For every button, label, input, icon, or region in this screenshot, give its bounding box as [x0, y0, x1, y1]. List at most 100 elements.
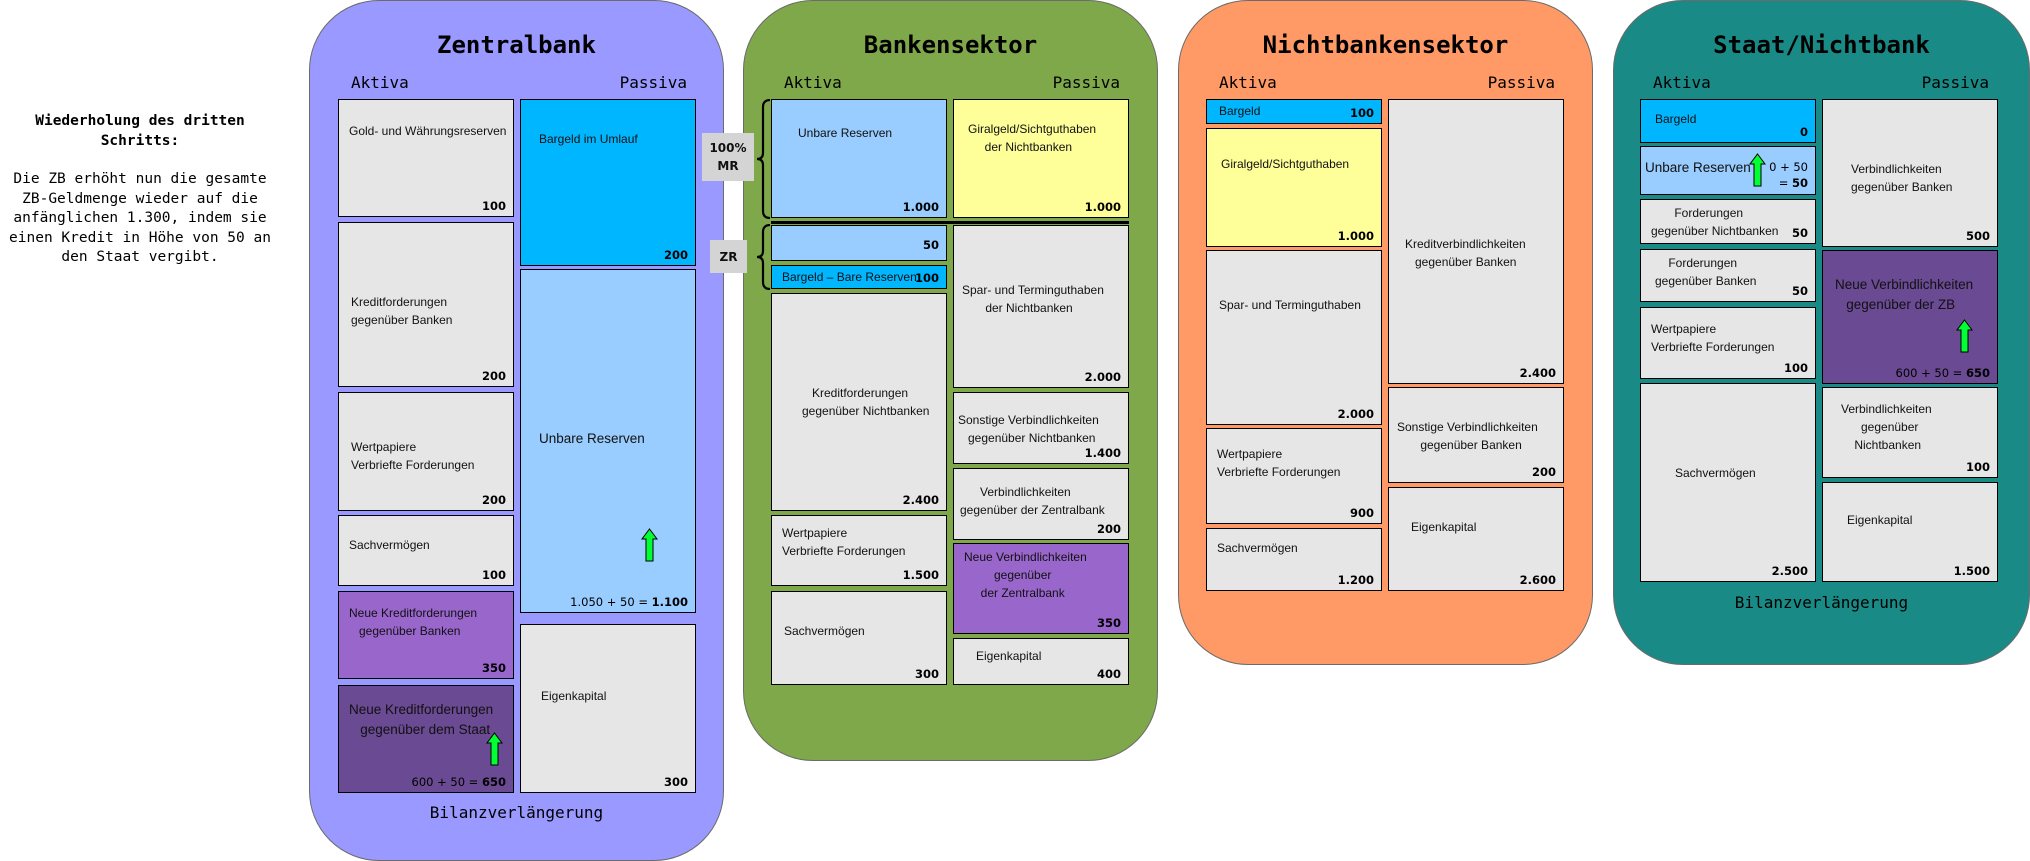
passiva-item: Verbindlichkeiten gegenüber der Zentralb… — [953, 468, 1129, 540]
footer-bilanzverlaengerung: Bilanzverlängerung — [429, 803, 604, 822]
value-amount: 200 — [1531, 465, 1556, 479]
value-amount: 50 — [1791, 176, 1808, 190]
passiva-label: Passiva — [1487, 73, 1555, 92]
item-label: Eigenkapital — [976, 649, 1042, 663]
value-amount: 2.500 — [1771, 564, 1808, 578]
value-amount: 2.000 — [1084, 370, 1121, 384]
green-up-arrow-icon — [1956, 319, 1973, 353]
item-value: 50 — [923, 238, 939, 252]
item-value: 500 — [1966, 229, 1990, 243]
item-label: Unbare Reserven — [1645, 160, 1751, 175]
intro-text-block: Wiederholung des dritten Schritts: Die Z… — [0, 112, 280, 268]
value-amount: 900 — [1349, 506, 1374, 520]
aktiva-item: Forderungen gegenüber Nichtbanken 50 — [1640, 199, 1816, 244]
item-label: Sonstige Verbindlichkeiten gegenüber Ban… — [1397, 420, 1538, 452]
item-label: Bargeld — [1655, 112, 1697, 126]
tag-100-percent-mr: 100%MR — [702, 133, 754, 181]
item-value: 2.500 — [1772, 564, 1808, 578]
item-label: Giralgeld/Sichtguthaben — [1221, 157, 1350, 171]
item-label: Forderungen gegenüber Banken — [1655, 256, 1757, 288]
item-label: Unbare Reserven — [539, 431, 645, 446]
item-value: 1.200 — [1338, 573, 1374, 587]
panel-title: Staat/Nichtbank — [1713, 31, 1930, 59]
passiva-item: Eigenkapital 300 — [520, 624, 696, 793]
item-value: 2.000 — [1085, 370, 1121, 384]
item-label: Kreditverbindlichkeiten gegenüber Banken — [1405, 237, 1526, 269]
item-value: 2.400 — [1520, 366, 1556, 380]
item-label: Verbindlichkeiten gegenüber der Zentralb… — [960, 485, 1105, 517]
value-amount: 200 — [481, 369, 506, 383]
item-label: Verbindlichkeiten gegenüber Banken — [1851, 162, 1953, 194]
aktiva-label: Aktiva — [784, 73, 842, 92]
value-amount: 1.500 — [1953, 564, 1990, 578]
item-label: Wertpapiere Verbriefte Forderungen — [351, 440, 475, 472]
value-amount: 50 — [922, 238, 939, 252]
value-amount: 2.400 — [1519, 366, 1556, 380]
mr-brace-icon — [756, 99, 771, 219]
passiva-item: Spar- und Terminguthaben der Nichtbanken… — [953, 225, 1129, 388]
reserve-divider-line — [771, 221, 1129, 224]
item-label: Neue Kreditforderungen gegenüber Banken — [349, 606, 478, 638]
item-label: Sachvermögen — [1675, 466, 1756, 480]
passiva-label: Passiva — [1052, 73, 1120, 92]
passiva-item: Neue Verbindlichkeiten gegenüber der ZB 6… — [1822, 250, 1998, 384]
item-label: Bargeld — [1219, 104, 1261, 118]
item-value: 200 — [482, 493, 506, 507]
value-amount: 1.000 — [1337, 229, 1374, 243]
item-value: 2.400 — [903, 493, 939, 507]
item-label: Giralgeld/Sichtguthaben der Nichtbanken — [968, 122, 1097, 154]
aktiva-item: Giralgeld/Sichtguthaben 1.000 — [1206, 128, 1382, 247]
green-up-arrow-icon — [1749, 153, 1766, 187]
value-formula: 0 + 50 = — [1769, 160, 1808, 190]
item-value: 350 — [482, 661, 506, 675]
tag-zr: ZR — [710, 240, 747, 273]
passiva-label: Passiva — [619, 73, 687, 92]
item-label: Sachvermögen — [784, 624, 865, 638]
value-amount: 50 — [1791, 284, 1808, 298]
value-formula: 1.050 + 50 = — [570, 595, 652, 609]
aktiva-item: Bargeld 100 — [1206, 99, 1382, 124]
item-label: Eigenkapital — [541, 689, 607, 703]
value-amount: 1.400 — [1084, 446, 1121, 460]
value-amount: 100 — [1783, 361, 1808, 375]
aktiva-item: Neue Kreditforderungen gegenüber dem Sta… — [338, 685, 514, 793]
value-amount: 1.000 — [1084, 200, 1121, 214]
item-label: Eigenkapital — [1411, 520, 1477, 534]
panel-title: Bankensektor — [863, 31, 1038, 59]
value-amount: 500 — [1965, 229, 1990, 243]
item-value: 100 — [1784, 361, 1808, 375]
item-label: Spar- und Terminguthaben — [1219, 298, 1361, 312]
item-label: Spar- und Terminguthaben der Nichtbanken — [962, 283, 1104, 315]
value-amount: 100 — [914, 271, 939, 285]
item-label: Sachvermögen — [349, 538, 430, 552]
item-value: 1.000 — [1085, 200, 1121, 214]
tag-text: ZR — [719, 249, 738, 264]
value-amount: 100 — [481, 199, 506, 213]
item-value: 1.000 — [1338, 229, 1374, 243]
item-label: Bargeld – Bare Reserven — [782, 270, 917, 284]
item-value: 50 — [1792, 226, 1808, 240]
item-label: Forderungen gegenüber Nichtbanken — [1651, 206, 1779, 238]
value-amount: 100 — [1349, 106, 1374, 120]
item-value: 1.400 — [1085, 446, 1121, 460]
item-label: Neue Verbindlichkeiten gegenüber der ZB — [1835, 277, 1974, 312]
value-amount: 200 — [663, 248, 688, 262]
value-amount: 2.600 — [1519, 573, 1556, 587]
value-amount: 650 — [481, 775, 506, 789]
item-value: 100 — [482, 568, 506, 582]
item-value: 600 + 50 = 650 — [1896, 366, 1991, 380]
item-label: Sonstige Verbindlichkeiten gegenüber Nic… — [958, 413, 1099, 445]
aktiva-label: Aktiva — [1219, 73, 1277, 92]
item-label: Sachvermögen — [1217, 541, 1298, 555]
value-amount: 100 — [481, 568, 506, 582]
item-value: 300 — [664, 775, 688, 789]
green-up-arrow-icon — [486, 732, 503, 766]
value-amount: 650 — [1965, 366, 1990, 380]
item-value: 900 — [1350, 506, 1374, 520]
